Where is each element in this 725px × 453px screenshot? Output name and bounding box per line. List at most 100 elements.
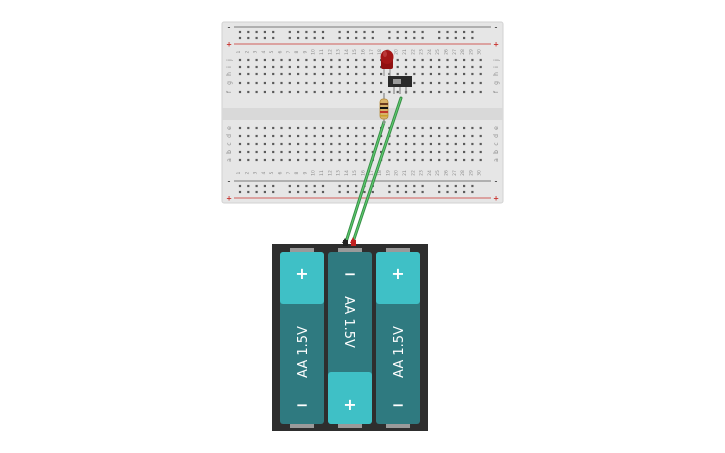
hole[interactable]: [330, 81, 333, 85]
hole[interactable]: [238, 81, 242, 85]
hole[interactable]: [238, 58, 242, 62]
hole[interactable]: [446, 65, 449, 69]
hole[interactable]: [280, 126, 283, 130]
hole[interactable]: [321, 90, 325, 94]
rail-hole[interactable]: [272, 184, 275, 188]
hole[interactable]: [321, 142, 325, 146]
hole[interactable]: [446, 134, 449, 138]
hole[interactable]: [396, 158, 399, 162]
hole[interactable]: [305, 150, 308, 154]
hole[interactable]: [263, 58, 266, 62]
hole[interactable]: [388, 142, 391, 146]
hole[interactable]: [288, 72, 291, 76]
hole[interactable]: [471, 134, 474, 138]
rail-hole[interactable]: [463, 184, 466, 188]
rail-hole[interactable]: [321, 36, 325, 40]
hole[interactable]: [247, 58, 250, 62]
hole[interactable]: [421, 134, 424, 138]
rail-hole[interactable]: [272, 190, 275, 194]
hole[interactable]: [338, 58, 341, 62]
hole[interactable]: [438, 81, 441, 85]
hole[interactable]: [413, 142, 416, 146]
rail-hole[interactable]: [413, 190, 416, 194]
rail-hole[interactable]: [388, 36, 391, 40]
hole[interactable]: [238, 158, 242, 162]
hole[interactable]: [363, 58, 366, 62]
rail-hole[interactable]: [421, 30, 424, 34]
hole[interactable]: [280, 134, 283, 138]
hole[interactable]: [454, 126, 457, 130]
hole[interactable]: [355, 126, 358, 130]
hole[interactable]: [247, 142, 250, 146]
hole[interactable]: [255, 134, 258, 138]
hole[interactable]: [454, 58, 457, 62]
hole[interactable]: [272, 142, 275, 146]
rail-hole[interactable]: [288, 184, 291, 188]
hole[interactable]: [363, 81, 366, 85]
rail-hole[interactable]: [421, 184, 424, 188]
battery-cell[interactable]: −+AA 1.5V: [328, 248, 372, 428]
rail-hole[interactable]: [313, 190, 316, 194]
hole[interactable]: [330, 90, 333, 94]
rail-hole[interactable]: [255, 36, 258, 40]
hole[interactable]: [280, 81, 283, 85]
hole[interactable]: [272, 81, 275, 85]
hole[interactable]: [371, 134, 374, 138]
hole[interactable]: [446, 158, 449, 162]
hole[interactable]: [396, 150, 399, 154]
rail-hole[interactable]: [471, 36, 474, 40]
rail-hole[interactable]: [371, 190, 374, 194]
hole[interactable]: [454, 65, 457, 69]
hole[interactable]: [238, 134, 242, 138]
hole[interactable]: [272, 134, 275, 138]
hole[interactable]: [255, 72, 258, 76]
hole[interactable]: [297, 58, 300, 62]
hole[interactable]: [371, 65, 374, 69]
hole[interactable]: [454, 150, 457, 154]
hole[interactable]: [446, 142, 449, 146]
hole[interactable]: [330, 72, 333, 76]
hole[interactable]: [421, 126, 424, 130]
hole[interactable]: [413, 150, 416, 154]
rail-hole[interactable]: [338, 30, 341, 34]
rail-hole[interactable]: [413, 36, 416, 40]
hole[interactable]: [404, 65, 408, 69]
hole[interactable]: [247, 126, 250, 130]
rail-hole[interactable]: [255, 30, 258, 34]
hole[interactable]: [238, 142, 242, 146]
hole[interactable]: [479, 142, 482, 146]
hole[interactable]: [371, 90, 374, 94]
rail-hole[interactable]: [396, 184, 399, 188]
rail-hole[interactable]: [363, 36, 366, 40]
hole[interactable]: [313, 126, 316, 130]
hole[interactable]: [297, 65, 300, 69]
hole[interactable]: [421, 142, 424, 146]
hole[interactable]: [346, 72, 349, 76]
hole[interactable]: [255, 65, 258, 69]
battery-holder-icon[interactable]: +−AA 1.5V−+AA 1.5V+−AA 1.5V: [272, 244, 428, 431]
hole[interactable]: [255, 81, 258, 85]
hole[interactable]: [346, 126, 349, 130]
battery-cell[interactable]: +−AA 1.5V: [280, 248, 324, 428]
hole[interactable]: [297, 142, 300, 146]
hole[interactable]: [321, 81, 325, 85]
rail-hole[interactable]: [247, 36, 250, 40]
hole[interactable]: [479, 65, 482, 69]
rail-hole[interactable]: [338, 184, 341, 188]
hole[interactable]: [247, 81, 250, 85]
hole[interactable]: [396, 65, 399, 69]
rail-hole[interactable]: [371, 30, 374, 34]
hole[interactable]: [355, 81, 358, 85]
hole[interactable]: [463, 65, 466, 69]
rail-hole[interactable]: [363, 30, 366, 34]
hole[interactable]: [272, 150, 275, 154]
rail-hole[interactable]: [355, 184, 358, 188]
hole[interactable]: [263, 142, 266, 146]
hole[interactable]: [346, 65, 349, 69]
hole[interactable]: [338, 81, 341, 85]
hole[interactable]: [429, 81, 432, 85]
hole[interactable]: [446, 90, 449, 94]
rail-hole[interactable]: [321, 30, 325, 34]
rail-hole[interactable]: [272, 30, 275, 34]
hole[interactable]: [330, 58, 333, 62]
